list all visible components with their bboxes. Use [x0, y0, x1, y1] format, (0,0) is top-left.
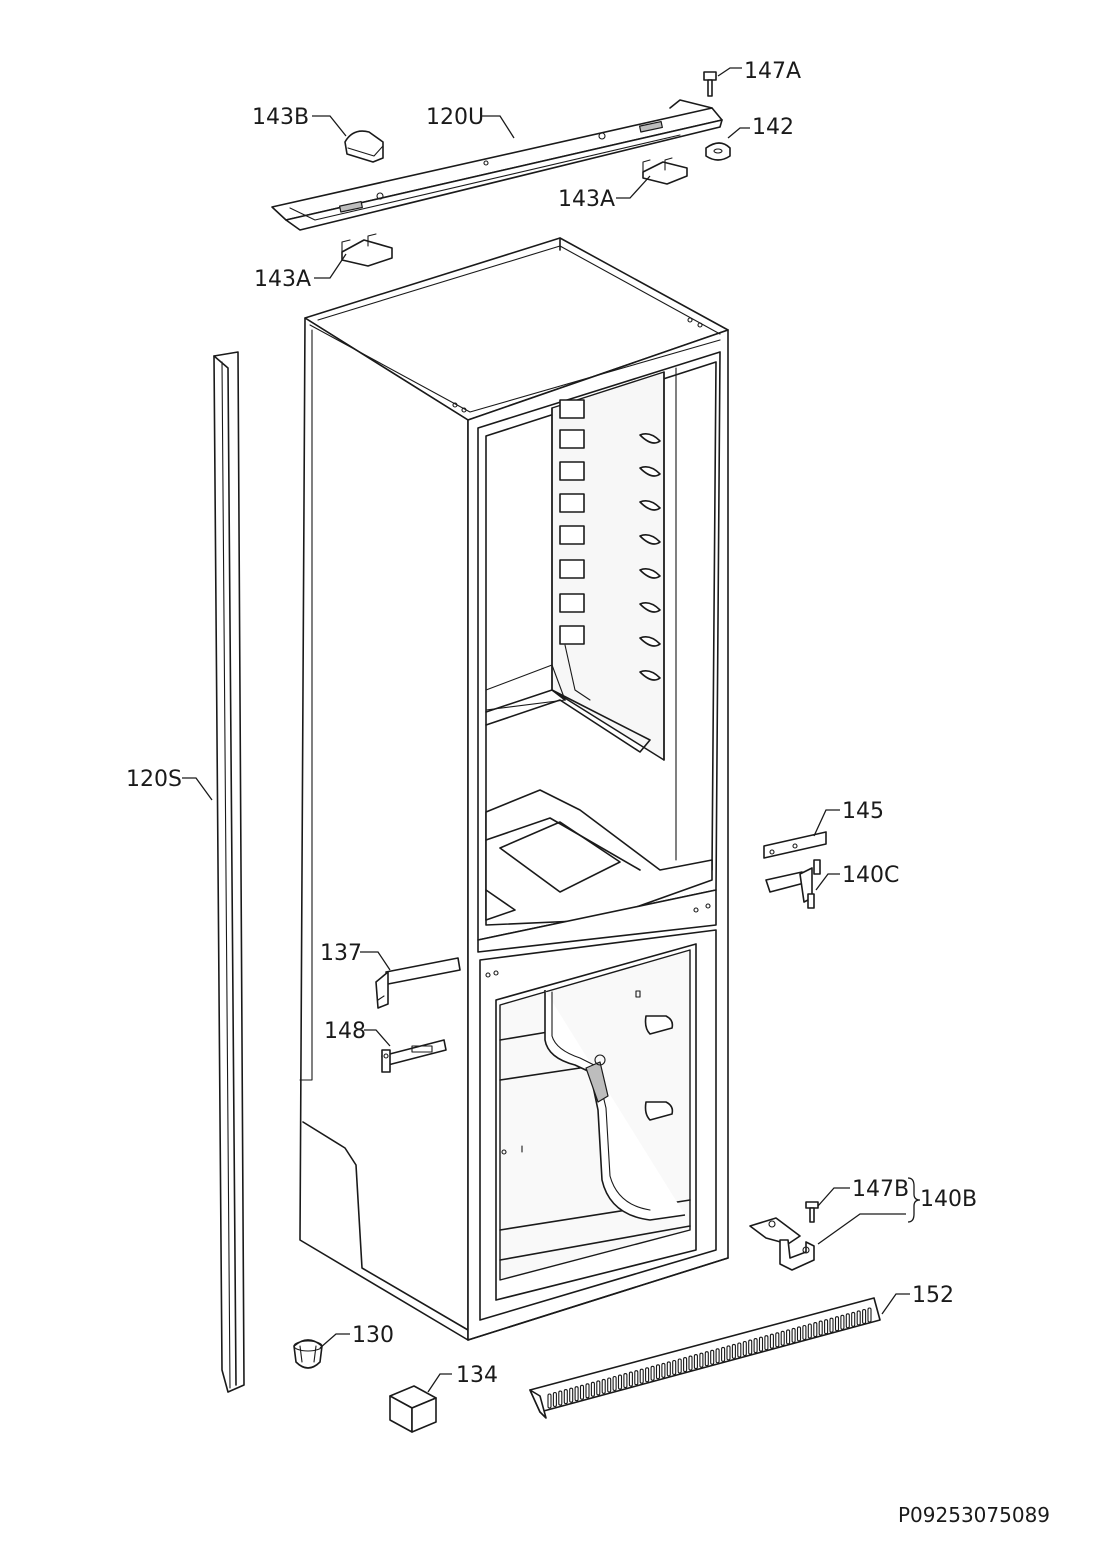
grille-slot: [639, 1368, 644, 1384]
grille-slot: [721, 1346, 726, 1362]
part-147A-screw: [703, 71, 717, 97]
grille-slot: [780, 1330, 785, 1346]
shelf-supports-left: [559, 399, 591, 701]
part-143B-cap: [344, 130, 384, 163]
part-143A-cover-left: [341, 233, 393, 267]
grille-slot: [753, 1338, 758, 1354]
cabinet-body: [299, 237, 729, 1341]
leader-lines: [182, 67, 921, 1393]
grille-slot: [607, 1377, 612, 1393]
part-147B-screw: [805, 1201, 819, 1223]
grille-slot: [612, 1375, 617, 1392]
grille-slot: [824, 1319, 829, 1335]
grille-slot: [661, 1362, 666, 1378]
grille-slot: [867, 1307, 872, 1323]
grille-slot: [775, 1332, 780, 1348]
label-143A-top: 143A: [558, 187, 615, 212]
grille-slot: [758, 1336, 764, 1352]
grille-slot: [590, 1381, 595, 1397]
grille-slot: [569, 1387, 574, 1403]
label-120U: 120U: [426, 105, 484, 130]
grille-slot: [742, 1340, 747, 1357]
part-140C-hinge: [765, 859, 821, 909]
grille-slot: [764, 1335, 769, 1351]
grille-slot: [802, 1324, 807, 1341]
grille-slot: [634, 1370, 639, 1386]
grille-slot: [596, 1380, 601, 1396]
label-148: 148: [324, 1019, 366, 1044]
grille-slot: [552, 1391, 557, 1408]
label-137: 137: [320, 941, 362, 966]
label-140B: 140B: [920, 1187, 977, 1212]
part-143A-cover-top: [642, 157, 688, 185]
label-134: 134: [456, 1363, 498, 1388]
grille-slot: [672, 1359, 677, 1376]
grille-slot: [574, 1386, 579, 1402]
grille-slot: [547, 1393, 552, 1409]
grille-slot: [601, 1378, 606, 1394]
grille-slot: [807, 1323, 812, 1339]
grille-slot: [834, 1316, 840, 1332]
grille-slot: [585, 1383, 590, 1399]
label-147A: 147A: [744, 59, 801, 84]
part-142-bushing: [705, 142, 731, 161]
part-134-block: [389, 1385, 437, 1433]
grille-slot: [558, 1390, 563, 1406]
grille-slot: [563, 1389, 568, 1405]
grille-slot: [688, 1355, 693, 1371]
label-130: 130: [352, 1323, 394, 1348]
part-137-bracket: [375, 957, 461, 1009]
grille-slot: [840, 1314, 845, 1330]
grille-slot: [666, 1361, 671, 1377]
grille-slot: [693, 1354, 698, 1370]
grille-slot: [677, 1358, 682, 1374]
grille-slot: [579, 1384, 585, 1400]
shelf-supports-right: [639, 433, 661, 681]
label-147B: 147B: [852, 1177, 909, 1202]
label-140C: 140C: [842, 863, 899, 888]
grille-slot: [628, 1371, 633, 1387]
grille-slot: [786, 1329, 791, 1345]
grille-slot: [683, 1357, 688, 1373]
grille-slot: [829, 1317, 834, 1333]
grille-slot: [704, 1351, 709, 1367]
grille-slot: [851, 1311, 856, 1327]
grille-slot: [813, 1322, 818, 1338]
part-130-foot: [293, 1339, 323, 1369]
grille-slot: [623, 1373, 628, 1389]
label-152: 152: [912, 1283, 954, 1308]
document-code: P09253075089: [898, 1503, 1050, 1527]
grille-slot: [791, 1327, 796, 1343]
grille-slot: [715, 1348, 720, 1364]
grille-slot: [769, 1333, 774, 1349]
part-labels: 147A 143B 120U 142 143A 143A 120S 145 14…: [126, 59, 1050, 1527]
part-145-plate: [763, 831, 827, 859]
grille-slot: [796, 1326, 802, 1342]
grille-slot: [856, 1310, 861, 1326]
grille-slot: [845, 1313, 850, 1329]
grille-slot: [650, 1365, 655, 1381]
grille-slot: [737, 1342, 742, 1358]
part-120S-side-trim: [213, 351, 245, 1393]
grille-slot: [748, 1339, 753, 1355]
grille-slot: [699, 1352, 704, 1368]
label-143A-left: 143A: [254, 267, 311, 292]
grille-slot: [731, 1343, 736, 1359]
part-152-grille: [529, 1297, 881, 1419]
label-143B: 143B: [252, 105, 309, 130]
grille-slot: [726, 1345, 731, 1361]
label-142: 142: [752, 115, 794, 140]
grille-slot: [710, 1349, 715, 1365]
part-120U-top-rail: [271, 99, 723, 231]
part-148-plate: [381, 1039, 447, 1073]
grille-slot: [617, 1374, 623, 1390]
grille-slot: [862, 1308, 867, 1325]
label-120S: 120S: [126, 767, 182, 792]
label-145: 145: [842, 799, 884, 824]
grille-slot: [645, 1367, 650, 1383]
grille-slot: [818, 1320, 823, 1336]
part-140B-hinge: [749, 1217, 815, 1271]
grille-slot: [655, 1364, 661, 1380]
